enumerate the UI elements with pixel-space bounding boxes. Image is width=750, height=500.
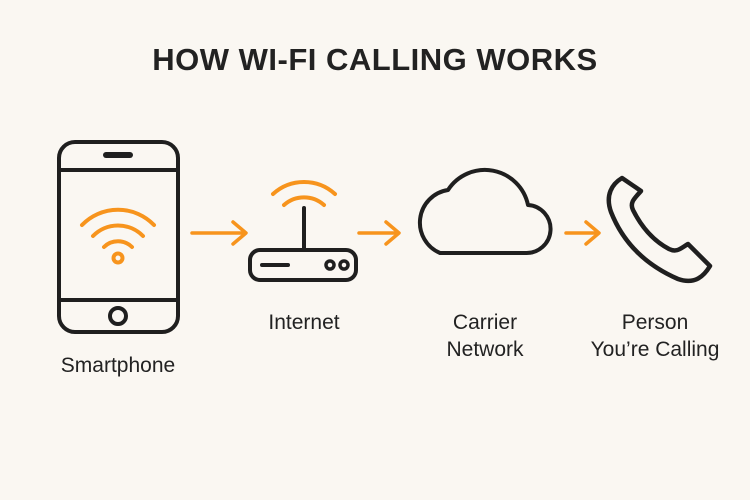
step-label-internet: Internet	[268, 311, 340, 334]
step-label-person-calling: Person You’re Calling	[590, 311, 720, 361]
arrow-right-icon	[357, 220, 401, 246]
arrow-right-icon	[564, 220, 601, 246]
cloud-icon	[417, 167, 553, 256]
step-label-smartphone: Smartphone	[60, 354, 176, 377]
arrow-right-icon	[190, 220, 248, 246]
diagram-title: HOW WI-FI CALLING WORKS	[152, 42, 598, 77]
phone-handset-icon	[606, 175, 713, 284]
wifi-router-icon	[248, 180, 358, 282]
wifi-signal-icon	[80, 207, 156, 265]
smartphone-wifi-icon	[57, 140, 180, 334]
step-label-carrier-network: Carrier Network	[446, 311, 524, 361]
